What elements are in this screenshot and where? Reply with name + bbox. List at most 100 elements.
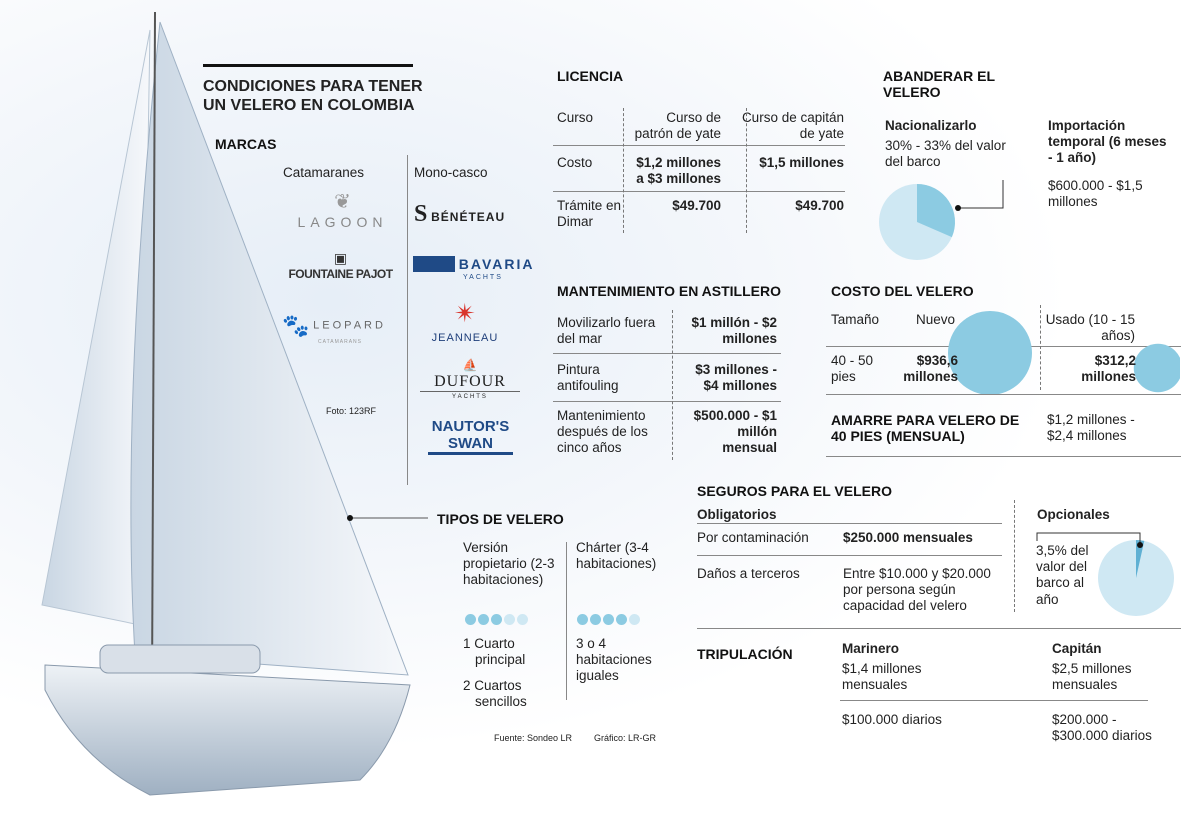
rating-dot bbox=[616, 614, 627, 625]
costo-header-tamano: Tamaño bbox=[831, 312, 880, 327]
divider bbox=[672, 310, 673, 460]
licencia-header-patron: Curso de patrón de yate bbox=[634, 110, 721, 142]
nuevo-circle bbox=[948, 311, 1032, 395]
abanderar-heading: ABANDERAR EL VELERO bbox=[883, 68, 995, 100]
logo-leopard: 🐾 LEOPARD CATAMARANS bbox=[282, 313, 386, 346]
rating-dot bbox=[603, 614, 614, 625]
nacionalizar-label: Nacionalizarlo bbox=[885, 118, 977, 133]
divider bbox=[746, 108, 747, 233]
costo-circles bbox=[948, 311, 1180, 395]
costo-heading: COSTO DEL VELERO bbox=[831, 283, 974, 299]
rating-dot bbox=[491, 614, 502, 625]
catamaranes-label: Catamaranes bbox=[283, 165, 365, 180]
capitan-label: Capitán bbox=[1052, 641, 1102, 656]
costo-nuevo: $936,6 millones bbox=[903, 353, 958, 385]
licencia-heading: LICENCIA bbox=[557, 68, 624, 84]
rating-dot bbox=[629, 614, 640, 625]
opcionales-label: Opcionales bbox=[1037, 507, 1110, 522]
licencia-row-label: Trámite en Dimar bbox=[557, 198, 622, 230]
licencia-cell: $49.700 bbox=[795, 198, 844, 213]
charter-rating bbox=[577, 613, 642, 629]
seguro-pie bbox=[1036, 532, 1174, 616]
propietario-item: 1 Cuarto principal bbox=[463, 636, 526, 668]
divider bbox=[1014, 500, 1015, 612]
pie-slice bbox=[917, 184, 955, 238]
mant-row-label: Movilizarlo fuera del mar bbox=[557, 315, 656, 347]
title-bar bbox=[203, 64, 413, 67]
tripulacion-heading: TRIPULACIÓN bbox=[697, 646, 793, 662]
pie-pointer bbox=[958, 180, 1004, 209]
logo-nautors-swan: NAUTOR'S SWAN bbox=[428, 418, 513, 455]
rating-dot bbox=[517, 614, 528, 625]
mant-row-value: $3 millones - $4 millones bbox=[695, 362, 777, 394]
divider bbox=[553, 401, 781, 402]
source-credit: Fuente: Sondeo LR bbox=[494, 733, 573, 743]
seguro-row-label: Por contaminación bbox=[697, 530, 809, 545]
rating-dot bbox=[465, 614, 476, 625]
divider bbox=[697, 555, 1002, 556]
mant-row-value: $500.000 - $1 millón mensual bbox=[693, 408, 777, 456]
amarre-value: $1,2 millones - $2,4 millones bbox=[1047, 412, 1135, 443]
rating-dot bbox=[590, 614, 601, 625]
monocasco-label: Mono-casco bbox=[414, 165, 488, 180]
mant-row-label: Mantenimiento después de los cinco años bbox=[557, 408, 648, 456]
logo-beneteau: S BÉNÉTEAU bbox=[414, 201, 506, 227]
licencia-cell: $49.700 bbox=[672, 198, 721, 213]
importacion-value: $600.000 - $1,5 millones bbox=[1048, 178, 1143, 210]
licencia-cell: $1,5 millones bbox=[759, 155, 844, 170]
pointer-dot bbox=[347, 515, 353, 521]
marinero-label: Marinero bbox=[842, 641, 900, 656]
pie-slice bbox=[1136, 540, 1145, 578]
marinero-diario: $100.000 diarios bbox=[842, 712, 942, 727]
capitan-diario: $200.000 - $300.000 diarios bbox=[1052, 712, 1152, 744]
divider bbox=[826, 394, 1181, 395]
photo-credit: Foto: 123RF bbox=[326, 406, 377, 416]
opcional-value: 3,5% del valor del barco al año bbox=[1036, 543, 1089, 607]
logo-dufour: ⛵ DUFOUR YACHTS bbox=[420, 358, 520, 401]
mantenimiento-heading: MANTENIMIENTO EN ASTILLERO bbox=[557, 283, 781, 299]
mast bbox=[151, 11, 156, 691]
mant-row-label: Pintura antifouling bbox=[557, 362, 619, 394]
jib-sail bbox=[130, 21, 409, 676]
divider bbox=[553, 353, 781, 354]
nacionalizar-pie bbox=[879, 180, 1004, 260]
licencia-header-capitan: Curso de capitán de yate bbox=[741, 110, 844, 142]
divider bbox=[840, 700, 1148, 701]
rating-dot bbox=[504, 614, 515, 625]
logo-fountaine-pajot: ▣ FOUNTAINE PAJOT bbox=[288, 250, 393, 281]
seguro-row-value: Entre $10.000 y $20.000 por persona segú… bbox=[843, 566, 991, 614]
pie-dot bbox=[955, 205, 961, 211]
marinero-mensual: $1,4 millones mensuales bbox=[842, 661, 922, 693]
costo-header-usado: Usado (10 - 15 años) bbox=[1045, 312, 1135, 344]
pie-dot bbox=[1137, 542, 1143, 548]
licencia-row-label: Costo bbox=[557, 155, 593, 170]
divider bbox=[553, 191, 845, 192]
propietario-item: 2 Cuartos sencillos bbox=[463, 678, 527, 710]
divider bbox=[566, 542, 567, 700]
rating-dot bbox=[478, 614, 489, 625]
marcas-heading: MARCAS bbox=[215, 136, 277, 152]
charter-label: Chárter (3-4 habitaciones) bbox=[576, 540, 657, 572]
costo-size: 40 - 50 pies bbox=[831, 353, 874, 385]
capitan-mensual: $2,5 millones mensuales bbox=[1052, 661, 1132, 693]
amarre-label: AMARRE PARA VELERO DE 40 PIES (MENSUAL) bbox=[831, 412, 1020, 444]
logo-jeanneau: ✴ JEANNEAU bbox=[431, 298, 499, 344]
obligatorios-label: Obligatorios bbox=[697, 507, 777, 522]
hull bbox=[44, 664, 411, 796]
page-title: CONDICIONES PARA TENER UN VELERO EN COLO… bbox=[203, 78, 423, 114]
sailboat-illustration bbox=[41, 11, 428, 796]
rating-dot bbox=[577, 614, 588, 625]
charter-item: 3 o 4 habitaciones iguales bbox=[576, 636, 652, 684]
importacion-label: Importación temporal (6 meses - 1 año) bbox=[1048, 118, 1167, 166]
mant-row-value: $1 millón - $2 millones bbox=[691, 315, 777, 347]
pie-pointer bbox=[1036, 532, 1141, 545]
divider bbox=[826, 456, 1181, 457]
licencia-cell: $1,2 millones a $3 millones bbox=[636, 155, 721, 187]
divider bbox=[697, 523, 1002, 524]
divider bbox=[1040, 305, 1041, 390]
divider bbox=[553, 145, 845, 146]
logo-lagoon: ❦ LAGOON bbox=[297, 191, 388, 230]
graphic-credit: Gráfico: LR-GR bbox=[594, 733, 657, 743]
propietario-rating bbox=[465, 613, 530, 629]
seguro-row-label: Daños a terceros bbox=[697, 566, 800, 581]
